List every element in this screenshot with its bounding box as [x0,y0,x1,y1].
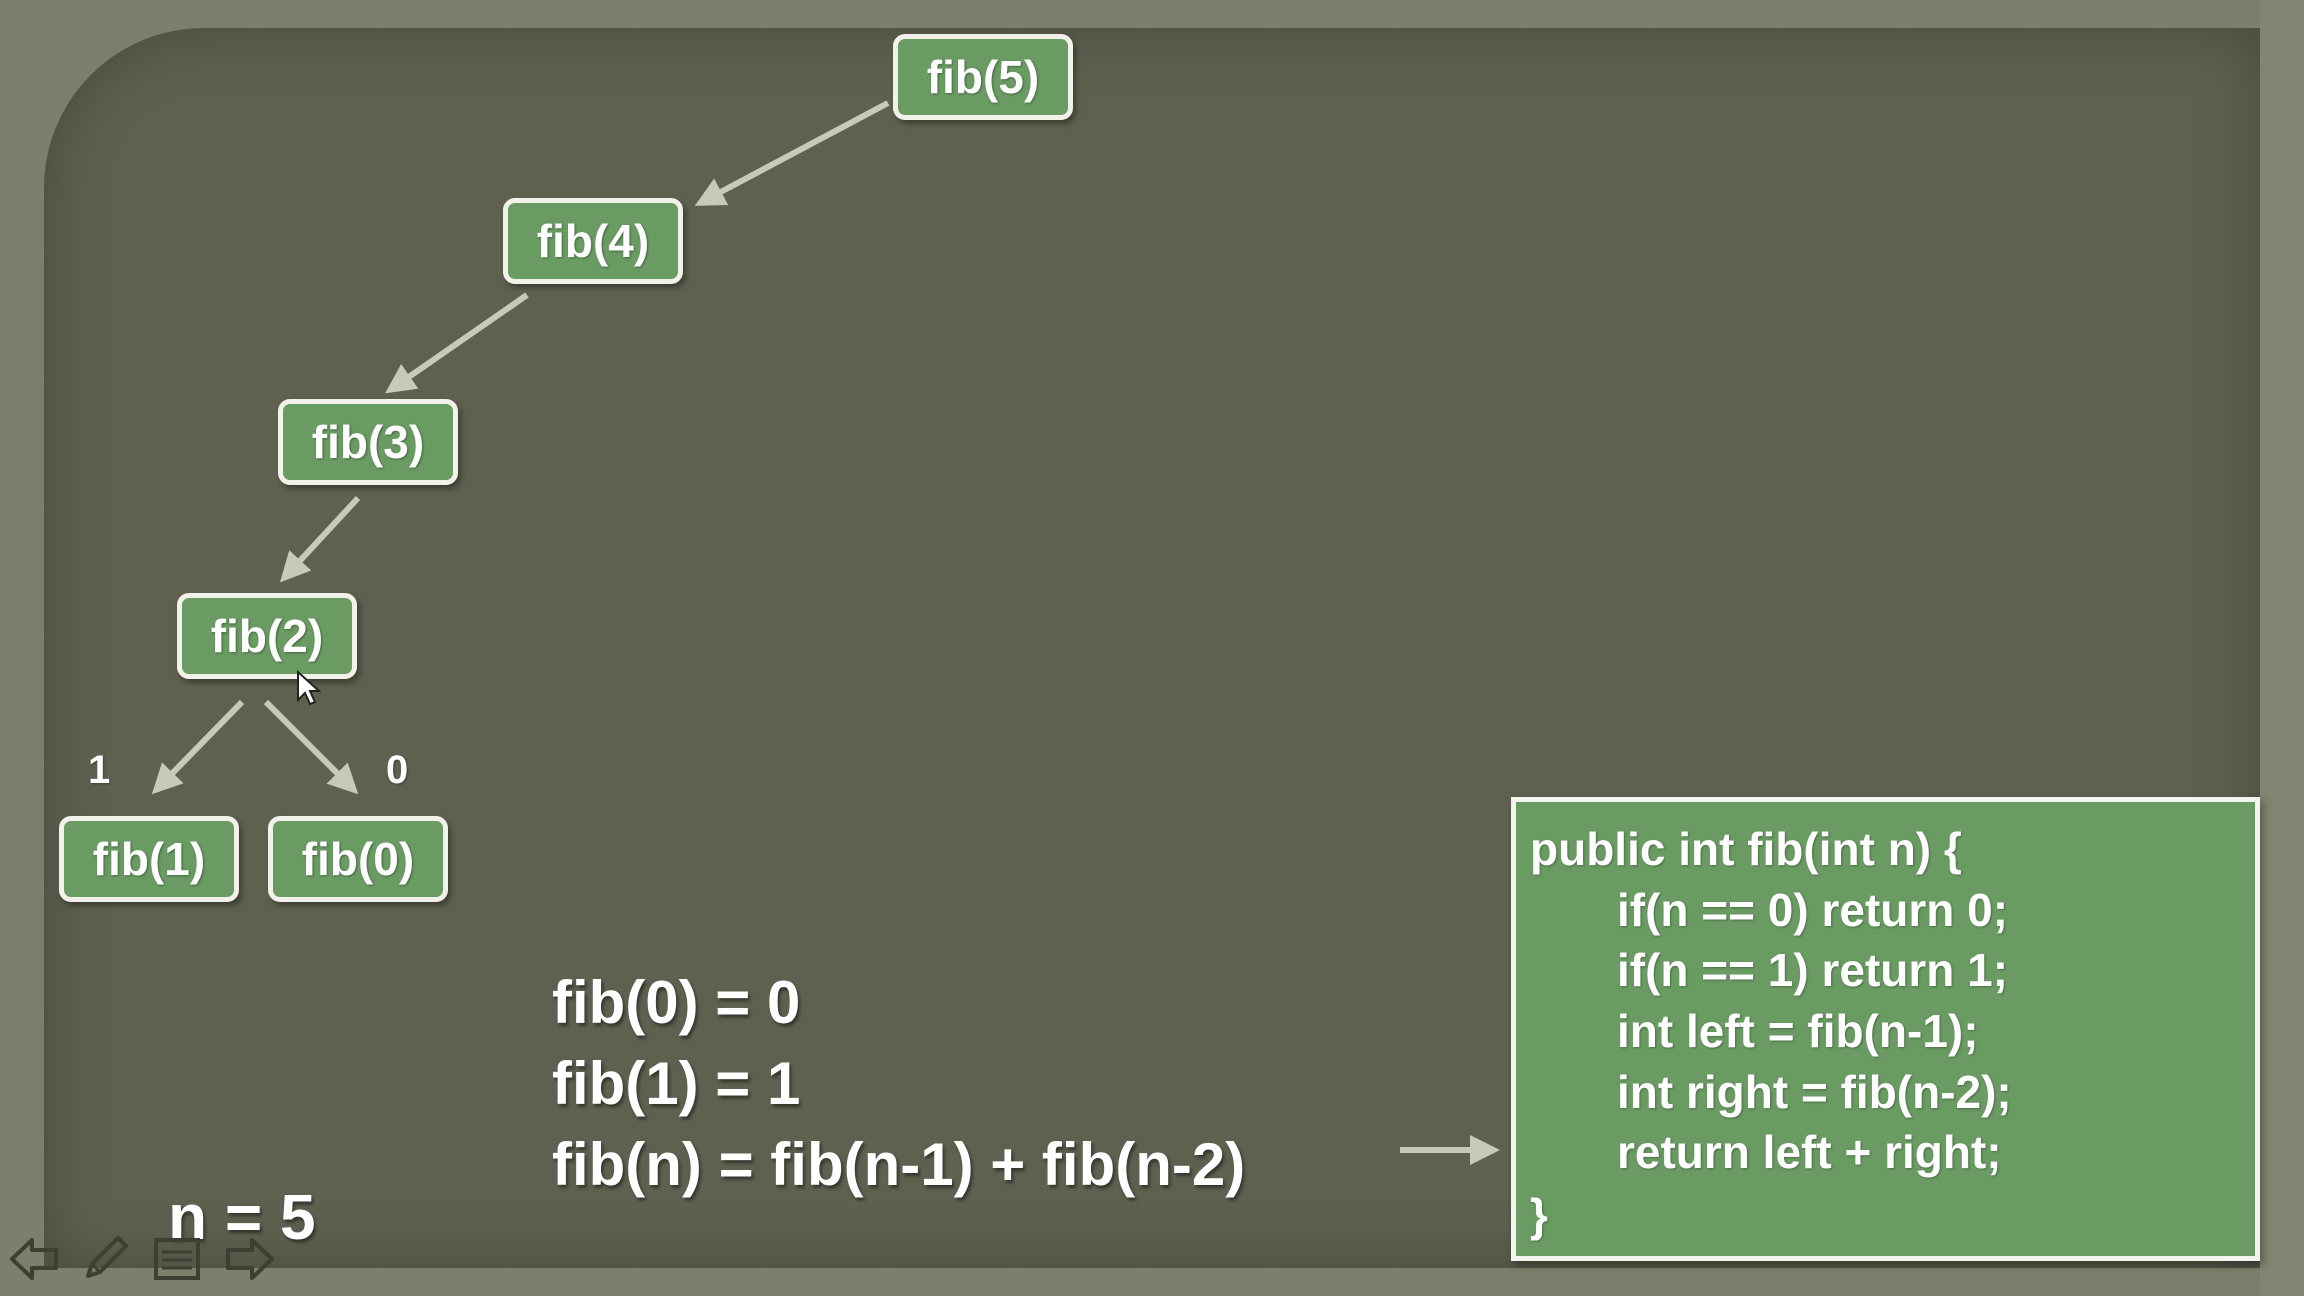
node-fib-4: fib(4) [503,198,683,284]
node-fib-3: fib(3) [278,399,458,485]
slide-menu-icon[interactable] [150,1232,204,1286]
window-edge [2260,0,2304,1296]
code-line-2: if(n == 0) return 0; [1617,884,2009,936]
code-line-4: int left = fib(n-1); [1617,1005,1979,1057]
code-box: public int fib(int n) { if(n == 0) retur… [1511,797,2260,1261]
formula-base-1: fib(1) = 1 [552,1050,801,1117]
formula-base-0: fib(0) = 0 [552,969,801,1036]
node-fib-5: fib(5) [893,34,1073,120]
code-line-7: } [1530,1189,1548,1241]
node-fib-0: fib(0) [268,816,448,902]
node-fib-1: fib(1) [59,816,239,902]
code-line-5: int right = fib(n-2); [1617,1066,2012,1118]
node-fib-2: fib(2) [177,593,357,679]
mouse-cursor-icon [297,670,322,706]
formula-recurrence: fib(n) = fib(n-1) + fib(n-2) [552,1131,1246,1198]
pen-icon[interactable] [78,1232,132,1286]
code-line-3: if(n == 1) return 1; [1617,944,2009,996]
next-slide-icon[interactable] [222,1232,276,1286]
previous-slide-icon[interactable] [8,1232,62,1286]
code-line-6: return left + right; [1617,1126,2002,1178]
code-line-1: public int fib(int n) { [1530,823,1962,875]
edge-label-left: 1 [88,748,111,792]
edge-label-right: 0 [386,748,409,792]
